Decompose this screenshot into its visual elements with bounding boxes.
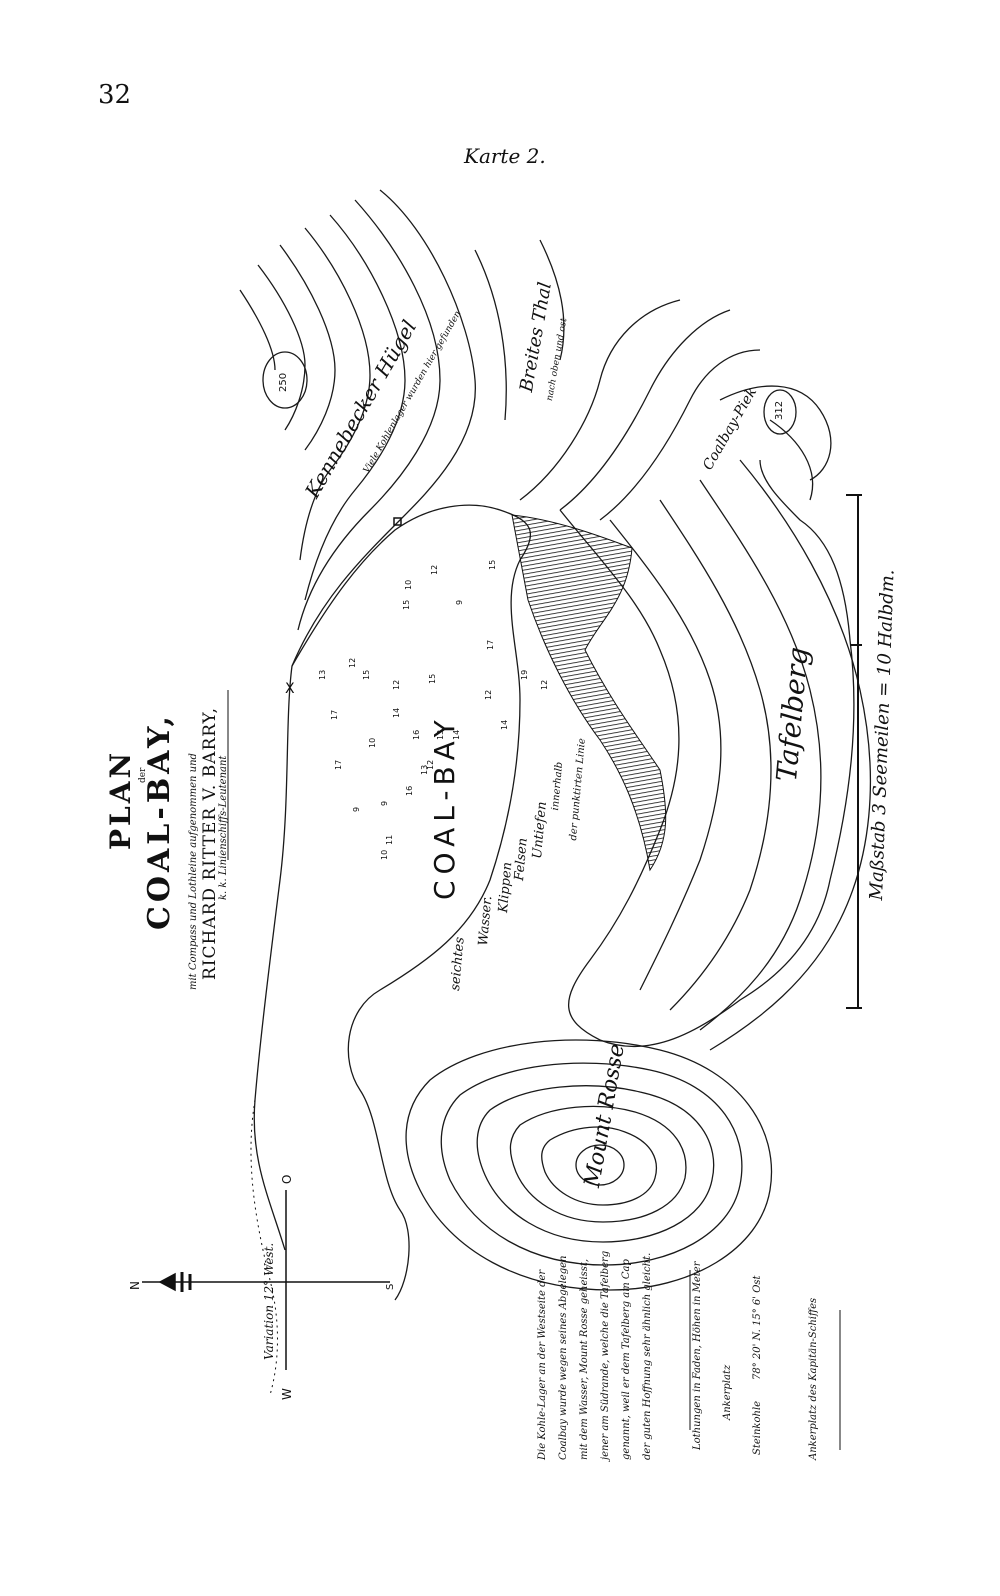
page-caption: Karte 2. [464, 144, 546, 168]
sounding-depth: 14 [392, 707, 401, 718]
bay-name-label: COAL-BAY [428, 714, 461, 900]
sounding-depth: 17 [330, 709, 339, 720]
legend-coal: Steinkohle [752, 1400, 763, 1455]
sounding-depth: 12 [348, 657, 357, 668]
map-author: RICHARD RITTER V. BARRY, [200, 707, 220, 980]
sounding-depth: 10 [380, 849, 389, 860]
compass-north: N [128, 1281, 142, 1290]
legend-anchor: Ankerplatz [722, 1364, 733, 1420]
sounding-depth: 12 [540, 679, 549, 690]
sounding-depth: 13 [420, 764, 429, 775]
sounding-depth: 9 [352, 806, 361, 812]
compass-east: O [280, 1174, 294, 1184]
sounding-depth: 14 [500, 719, 509, 730]
sounding-depth: 16 [405, 785, 414, 796]
map-subtitle-line1: mit Compass und Lothleine aufgenommen un… [188, 753, 199, 990]
soundings-note: Lothungen in Faden, Höhen in Meter [692, 1261, 703, 1450]
sounding-depth: 9 [455, 599, 464, 605]
variation-label: Variation 12° West. [262, 1242, 276, 1360]
page-number: 32 [98, 80, 132, 110]
sounding-depth: 13 [318, 669, 327, 680]
map-name: COAL-BAY, [142, 712, 177, 930]
spot-height-312: 312 [774, 400, 785, 420]
compass-west: W [280, 1388, 294, 1400]
sounding-depth: 15 [488, 559, 497, 570]
compass-south: S [385, 1283, 396, 1290]
compass-cross [142, 1190, 390, 1370]
spot-height-250: 250 [278, 372, 289, 392]
sounding-depth: 17 [486, 639, 495, 650]
map-author-rank: k. k. Linienschiffs-Leutenant [218, 755, 229, 900]
sounding-depth: 10 [368, 737, 377, 748]
sounding-depth: 12 [430, 564, 439, 575]
coal-seam-hatched [511, 514, 667, 872]
svg-text:X: X [285, 681, 295, 697]
sounding-depth: 15 [428, 673, 437, 684]
sounding-depth: 10 [404, 579, 413, 590]
sounding-depth: 14 [452, 729, 461, 740]
sounding-depth: 11 [385, 834, 394, 845]
sounding-depth: 13 [436, 729, 445, 740]
footer-note: Ankerplatz des Kapitän-Schiffes [808, 1297, 819, 1460]
anchor-note: Die Kohle-Lager an der Westseite der Coa… [537, 1250, 653, 1460]
sounding-depth: 12 [392, 679, 401, 690]
sounding-depth: 9 [380, 800, 389, 806]
sounding-depth: 16 [412, 729, 421, 740]
sounding-depth: 15 [362, 669, 371, 680]
sounding-depth: 15 [402, 599, 411, 610]
anchor-marker [393, 517, 402, 526]
scale-bar [846, 494, 862, 1009]
map-title: PLAN [104, 749, 137, 850]
sounding-depth: 12 [484, 689, 493, 700]
sounding-depth: 19 [520, 669, 529, 680]
coordinates: 78° 20' N. 15° 6' Ost [752, 1275, 763, 1380]
sounding-depth: 17 [334, 759, 343, 770]
coastline [291, 504, 531, 1301]
